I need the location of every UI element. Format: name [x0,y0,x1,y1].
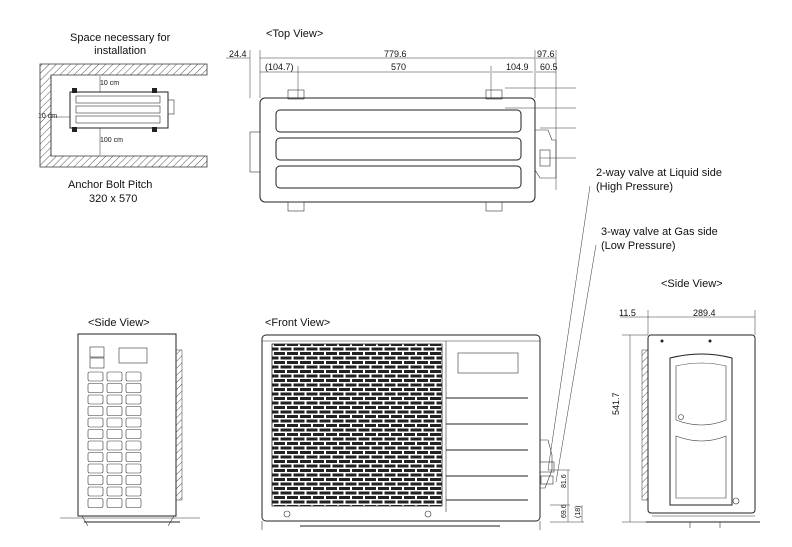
side-grille-cell [106,498,123,508]
anchor-bolt-value: 320 x 570 [89,193,138,205]
side-grille-cell [106,475,123,485]
side-grille-cell [125,406,142,416]
side-grille-cell [106,371,123,382]
gas-valve-leader [555,244,597,483]
top-view-title: <Top View> [266,28,324,40]
side-grille-cell [106,463,123,474]
side-grille-cell [106,394,123,405]
side-grille-cell [106,383,123,393]
side-grille-cell [125,429,142,439]
side-grille-cell [125,498,142,508]
side-view-left-title: <Side View> [88,317,150,329]
gas-valve-label-2: (Low Pressure) [601,240,676,252]
side-grille-cell [125,475,142,485]
anchor-bolt-title: Anchor Bolt Pitch [68,179,153,191]
side-grille-cell [106,452,123,462]
side-grille-cell [106,486,123,497]
install-dim-front: 100 cm [100,137,123,144]
side-grille-cell [125,394,142,405]
side-grille-cell [125,371,142,382]
side-grille-cell [106,417,123,428]
side-dim-left: 11.5 [619,308,636,318]
side-view-right-drawing [620,310,760,528]
liquid-valve-label-1: 2-way valve at Liquid side [596,167,722,179]
side-grille-cell [125,383,142,393]
top-view-drawing [226,50,576,212]
side-grille-cell [87,406,104,416]
side-grille-cell [87,383,104,393]
installation-space-diagram [39,63,208,168]
side-grille-cell [106,429,123,439]
side-grille-cell [87,452,104,462]
side-grille-cell [87,463,104,474]
dim-left-offset: 24.4 [229,49,247,59]
liquid-valve-leader [547,185,591,471]
side-grille-cell [87,417,104,428]
side-grille-cell [87,429,104,439]
side-grille-cell [87,498,104,508]
side-grille-cell [125,417,142,428]
front-view-title: <Front View> [265,317,331,329]
gas-valve-label-1: 3-way valve at Gas side [601,226,718,238]
side-grille-cell [87,486,104,497]
front-view-drawing [261,334,584,530]
side-grille-cell [125,440,142,451]
install-dim-top: 10 cm [100,80,120,87]
side-view-right-title: <Side View> [661,278,723,290]
dim-pitch: 570 [391,62,407,72]
side-grille-cell [125,452,142,462]
side-dim-width: 289.4 [693,308,716,318]
dim-right-inner: 60.5 [540,62,558,72]
side-grille-cell [87,475,104,485]
dim-left-bolt: (104.7) [265,62,294,72]
dim-overall: 779.6 [384,49,407,59]
liquid-valve-label-2: (High Pressure) [596,181,674,193]
side-grille-cell [87,440,104,451]
dim-right-total: 97.6 [537,49,555,59]
side-grille-cell [87,371,104,382]
side-view-left-drawing [60,333,200,527]
side-grille-cell [87,394,104,405]
install-title: Space necessary for installation [70,32,171,57]
side-grille-cell [125,463,142,474]
dim-right-bolt: 104.9 [506,62,529,72]
side-grille-cell [106,440,123,451]
side-grille-cell [106,406,123,416]
side-grille-cell [125,486,142,497]
